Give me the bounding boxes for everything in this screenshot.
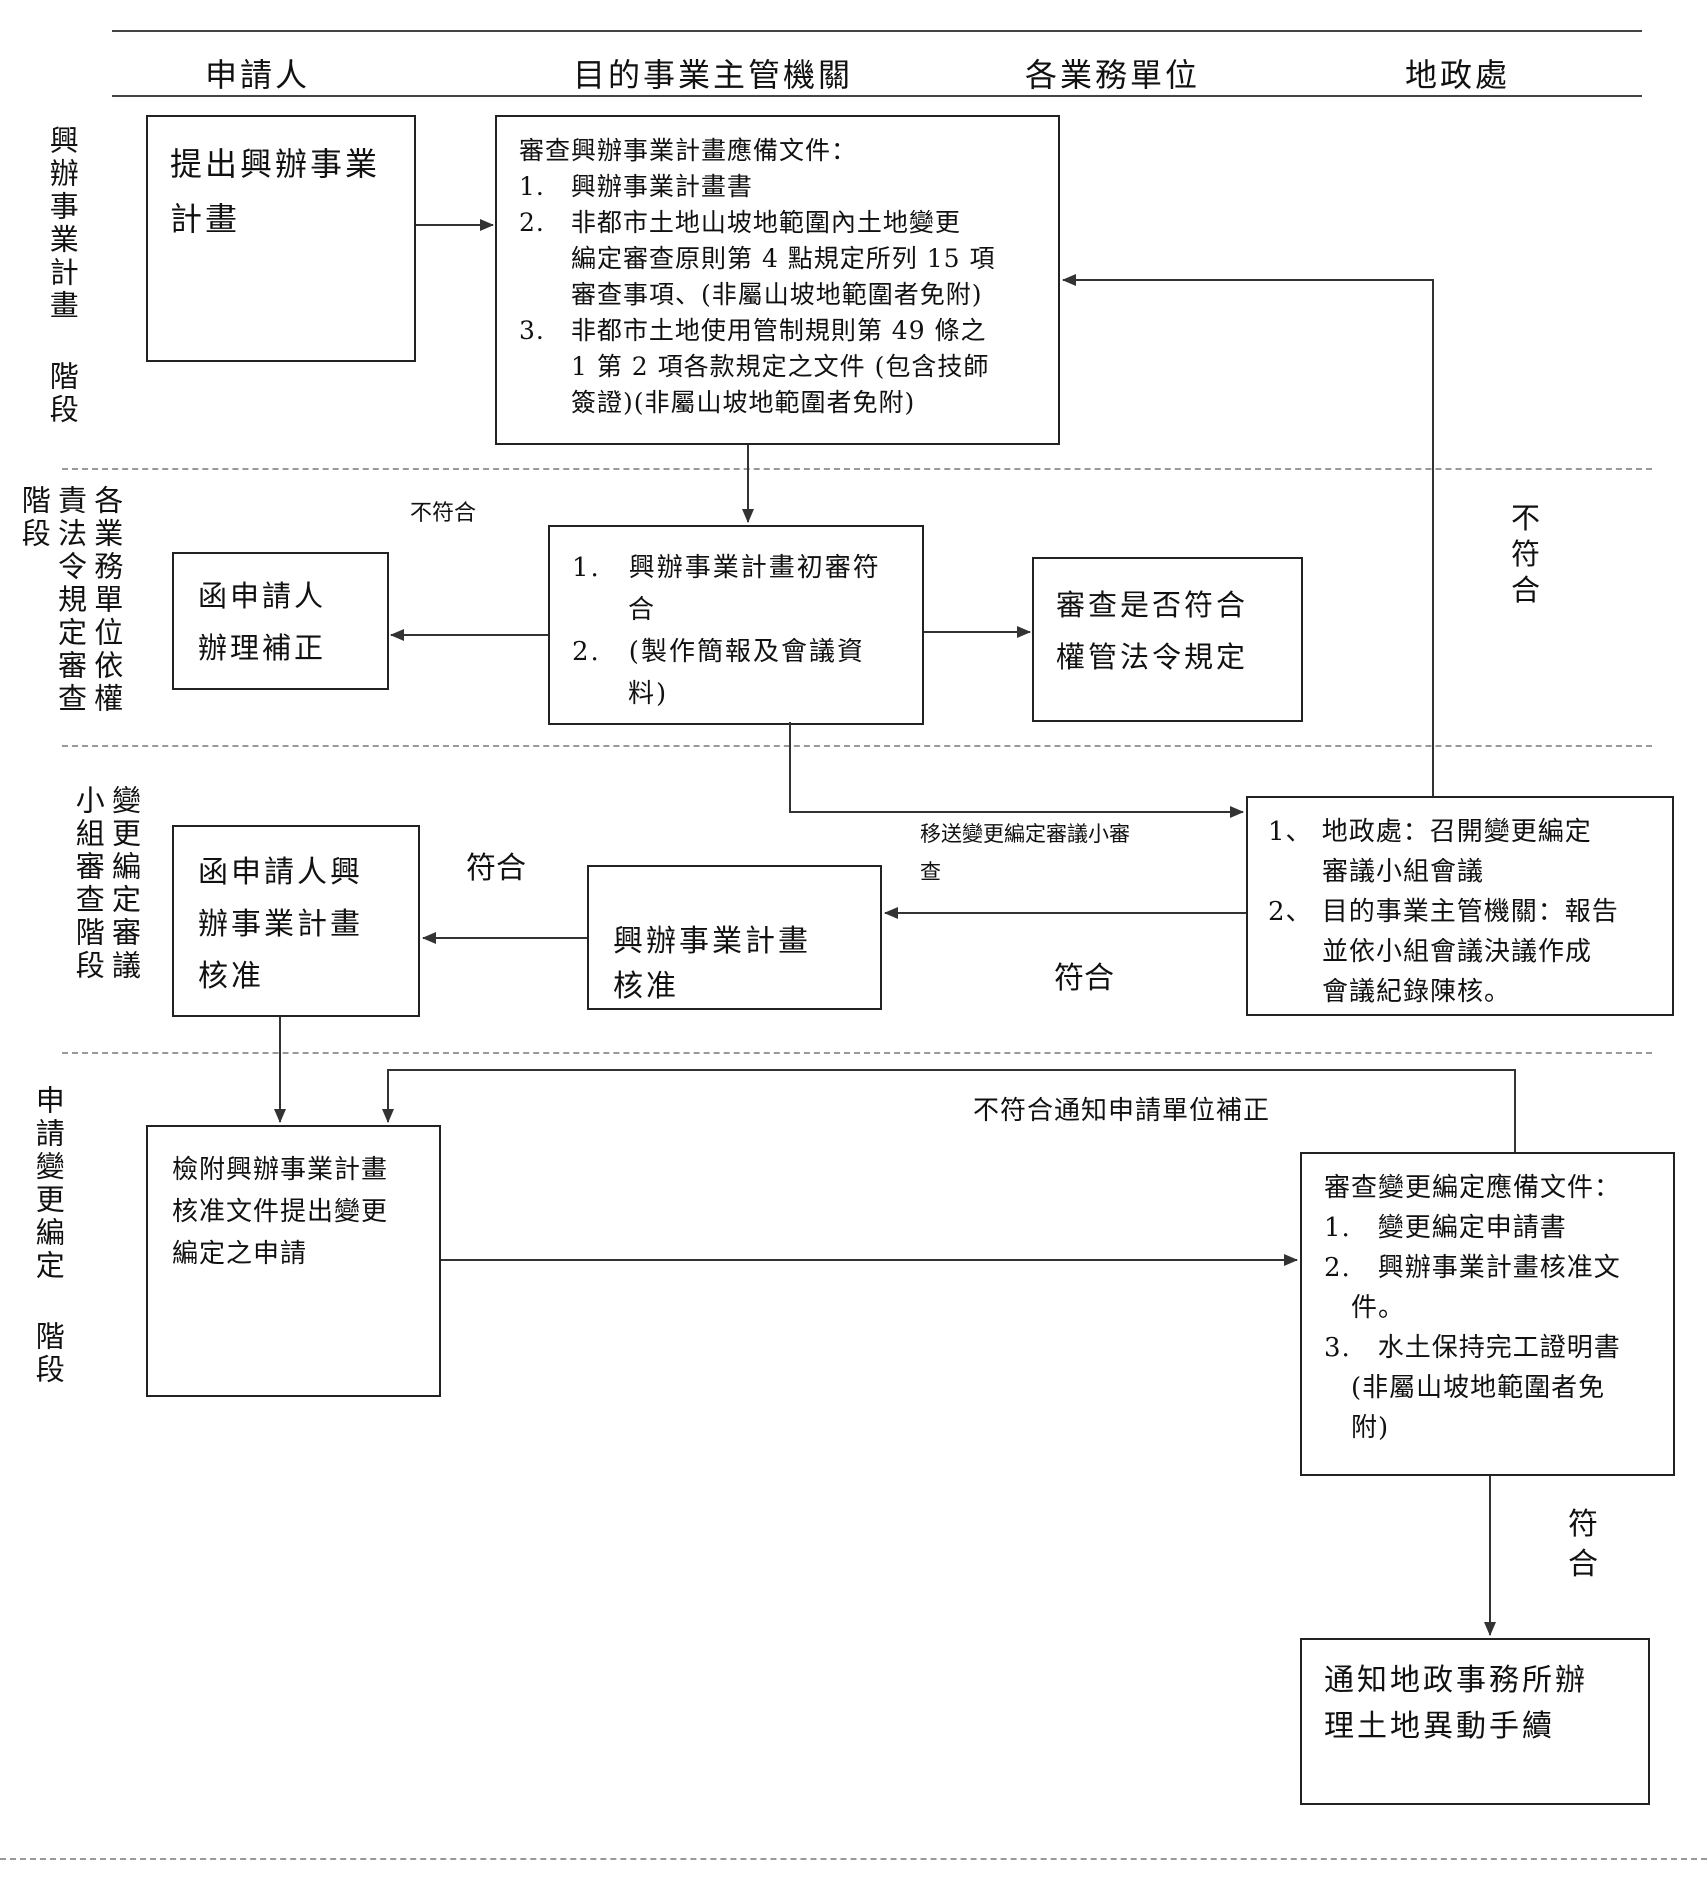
notify-applicant-correction-box: 函申請人 辦理補正 [172,552,389,690]
preliminary-review-box: 1. 興辦事業計畫初審符 合 2. (製作簡報及會議資 料) [548,525,924,725]
label-compliant-left: 符合 [466,851,526,886]
stage-divider-3 [62,1052,1652,1054]
stage-label-application: 申請變更編定 階段 [31,1085,66,1387]
stage-divider-4 [0,1858,1707,1860]
label-compliant-bottom: 符合 [1568,1507,1598,1582]
column-header-land-office: 地政處 [1405,56,1511,94]
column-header-business-units: 各業務單位 [1025,56,1201,94]
submit-rezoning-application-box: 檢附興辦事業計畫 核准文件提出變更 編定之申請 [146,1125,441,1397]
required-documents-review-box: 審查興辦事業計畫應備文件： 1. 興辦事業計畫書 2. 非都市土地山坡地範圍內土… [495,115,1060,445]
label-transfer-committee: 移送變更編定審議小審 查 [920,822,1130,884]
label-not-compliant-right: 不符合 [1511,501,1541,607]
notify-approval-box: 函申請人興 辦事業計畫 核准 [172,825,420,1017]
label-compliant-middle: 符合 [1054,961,1114,996]
header-bottom-rule [112,95,1642,97]
submit-plan-box: 提出興辦事業 計畫 [146,115,416,362]
arrow-not-compliant-back [1062,274,1434,796]
column-header-competent-authority: 目的事業主管機關 [573,56,854,94]
stage-label-review: 各業務單位依權責法令規定審查 階段 [17,485,124,716]
arrow-to-committee [789,722,1244,818]
stage-label-committee: 變更編定審議小組審查階段 [71,785,142,983]
stage-divider-1 [62,468,1652,470]
column-header-applicant: 申請人 [205,56,311,94]
stage-label-plan: 興辦事業計畫 階段 [45,125,80,427]
plan-approved-box: 興辦事業計畫 核准 [587,865,882,1010]
stage-divider-2 [62,745,1652,747]
rezoning-documents-review-box: 審查變更編定應備文件： 1. 變更編定申請書 2. 興辦事業計畫核准文 件。 3… [1300,1152,1675,1476]
arrow-correction-feedback [382,1069,1516,1152]
label-correction-notice: 不符合通知申請單位補正 [973,1096,1271,1126]
committee-meeting-box: 1、 地政處：召開變更編定 審議小組會議 2、 目的事業主管機關：報告 並依小組… [1246,796,1674,1016]
header-top-rule [112,30,1642,32]
notify-land-office-box: 通知地政事務所辦 理土地異動手續 [1300,1638,1650,1805]
label-not-compliant-left: 不符合 [410,501,477,526]
regulation-compliance-box: 審查是否符合 權管法令規定 [1032,557,1303,722]
